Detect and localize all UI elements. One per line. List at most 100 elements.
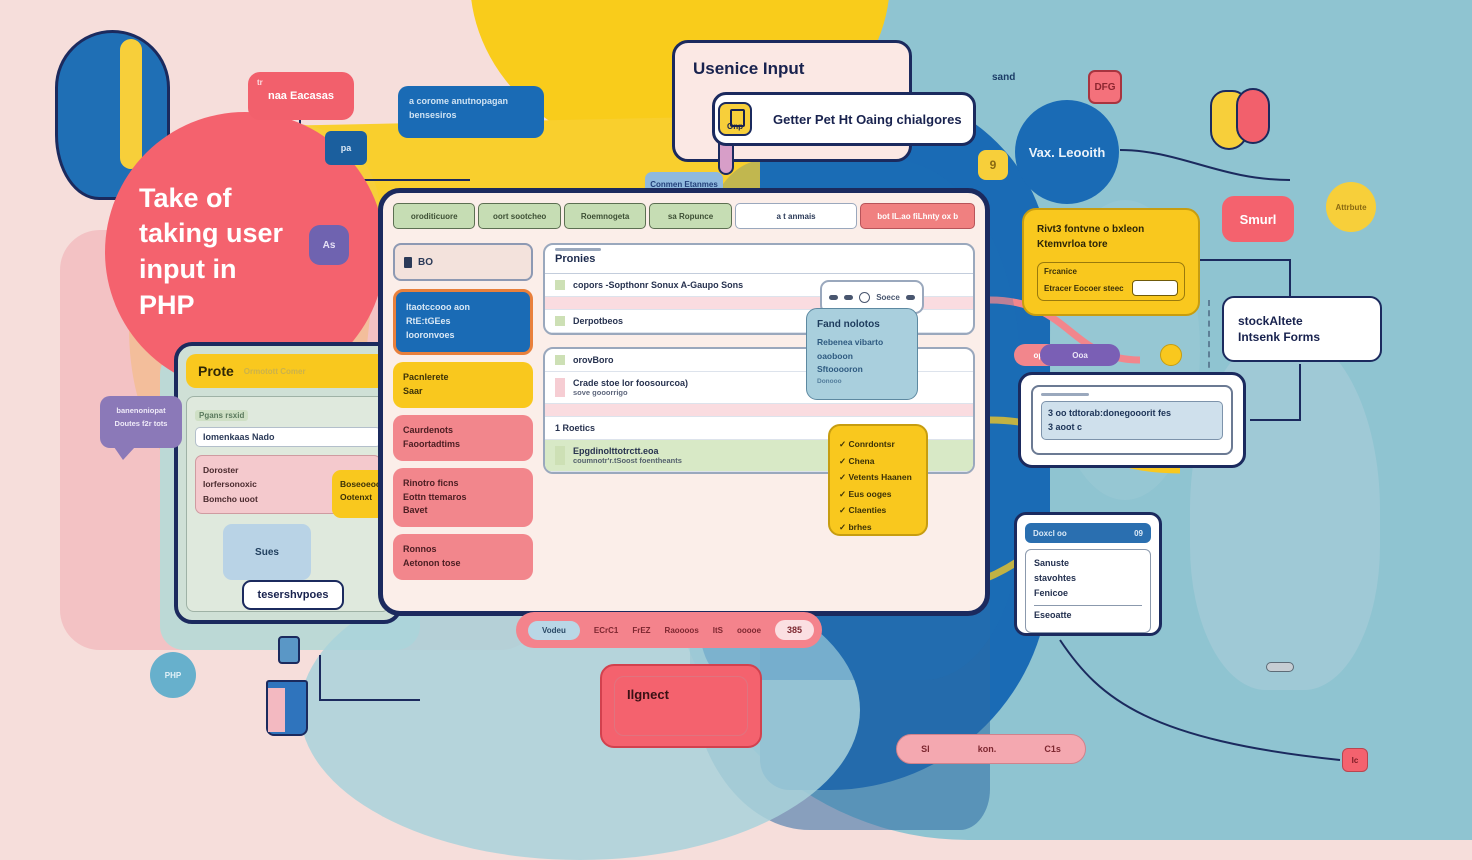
smurl-pill[interactable]: Smurl (1222, 196, 1294, 242)
right-list-header: Doxcl oo 09 (1025, 523, 1151, 543)
tab-6-danger[interactable]: bot IL.ao fiLhnty ox b (860, 203, 976, 229)
minimize-icon[interactable] (829, 294, 839, 300)
stack-card-red-2-line-1: Rinotro ficns (403, 477, 459, 488)
instant-forms-card[interactable]: stockAltete Intsenk Forms (1222, 296, 1382, 362)
list-item[interactable]: Sanuste (1034, 558, 1070, 568)
toolbar-item[interactable]: Raoooos (664, 625, 699, 635)
right-list-body: Sanuste stavohtes Fenicoe Eseoatte (1025, 549, 1151, 633)
segment-1[interactable]: Sl (921, 744, 930, 754)
connect-card[interactable]: Ilgnect (600, 664, 762, 748)
maximize-icon[interactable] (859, 291, 871, 303)
row-accent-bar (555, 316, 565, 326)
stack-card-blue[interactable]: Itaotccooo aon RtE:tGEes Iooronvoes (393, 289, 533, 355)
sidebar-card-stack: Itaotccooo aon RtE:tGEes Iooronvoes Pacn… (393, 289, 533, 581)
checklist-item[interactable]: Vetents Haanen (839, 469, 917, 486)
table-row[interactable]: 1 Roetics (545, 417, 973, 440)
tab-1[interactable]: oroditicuore (393, 203, 476, 229)
prompt-card[interactable]: Getter Pet Ht Oaing chialgores (712, 92, 976, 146)
toolbar-item[interactable]: ItS (712, 625, 724, 635)
table-row[interactable]: Crade stoe lor foosourcoa) sove gooorrig… (545, 372, 973, 404)
stack-card-blue-line-2: RtE:tGEes (406, 315, 451, 326)
red-glyph-icon: DFG (1088, 70, 1122, 104)
checklist-item[interactable]: Eus ooges (839, 486, 917, 503)
tooltip-line-2: oaoboon (817, 350, 853, 361)
table-row[interactable] (545, 404, 973, 417)
right-yellow-field-value: Etracer Eocoer steec (1044, 283, 1124, 293)
left-window-sub-line-3: Bomcho uoot (203, 493, 258, 504)
right-yellow-field-row[interactable]: Etracer Eocoer steec (1044, 280, 1178, 296)
row-accent-bar (555, 378, 565, 397)
stack-card-red-2[interactable]: Rinotro ficns Eottn ttemaros Bavet (393, 467, 533, 528)
stack-card-yellow[interactable]: Pacnlerete Saar (393, 361, 533, 408)
left-window: Prote Ormotott Comer Pgans rsxid Iomenka… (174, 342, 422, 624)
stack-card-blue-line-1: Itaotccooo aon (406, 302, 471, 312)
list-item[interactable]: Fenicoe (1034, 587, 1069, 598)
right-yellow-line-1: Rivt3 fontvne o bxleon (1037, 224, 1145, 235)
tab-4[interactable]: sa Ropunce (649, 203, 732, 229)
bottom-pink-segmented-bar[interactable]: Sl kon. C1s (896, 734, 1086, 764)
top-blue-card[interactable]: a corome anutnopagan bensesiros (398, 86, 544, 138)
stack-card-red-3[interactable]: Ronnos Aetonon tose (393, 534, 533, 581)
right-list-footer[interactable]: Eseoatte (1034, 604, 1142, 620)
attribute-circle: Attrbute (1326, 182, 1376, 232)
user-inputs-pill[interactable]: tesershvpoes (242, 580, 344, 610)
main-window-body: BO Itaotccooo aon RtE:tGEes Iooronvoes P… (393, 243, 975, 603)
tab-2[interactable]: oort sootcheo (478, 203, 561, 229)
balloon-red-icon (1236, 88, 1270, 144)
tooltip-line-4: Donooo (817, 377, 842, 385)
top-red-pill-label: naa Eacasas (267, 90, 335, 102)
left-window-input[interactable]: Iomenkaas Nado (195, 427, 381, 447)
toolbar-item[interactable]: ooooe (737, 625, 762, 635)
sand-label: sand (992, 72, 1016, 83)
top-red-pill[interactable]: tr naa Eacasas (248, 72, 354, 120)
instant-forms-line-2: Intsenk Forms (1238, 330, 1321, 344)
tab-5-active[interactable]: a t anmais (734, 203, 858, 229)
row-label: Crade stoe lor foosourcoa) sove gooorrig… (573, 378, 688, 397)
field-info-tooltip: Fand nolotos Rebenea vibarto oaoboon Sft… (806, 308, 918, 400)
stack-card-yellow-line-2: Saar (403, 385, 423, 396)
top-red-pill-tiny: tr (257, 78, 263, 87)
checklist-item[interactable]: Chena (839, 453, 917, 470)
tab-3[interactable]: Roemnogeta (563, 203, 647, 229)
connect-card-inner: Ilgnect (614, 676, 748, 736)
row-accent-bar (555, 446, 565, 465)
row-accent-bar (555, 280, 565, 290)
row-title: Crade stoe lor foosourcoa) (573, 378, 689, 388)
close-icon[interactable] (905, 294, 915, 300)
mini-purple-chip[interactable]: As (309, 225, 349, 265)
hero-line-1: Take of (139, 182, 232, 213)
mini-blue-chip[interactable]: pa (325, 131, 367, 165)
segment-3[interactable]: C1s (1044, 744, 1061, 754)
right-code-field[interactable]: 3 oo tdtorab:donegooorit fes 3 aoot c (1041, 401, 1223, 440)
purple-tooltip-line-1: banenoniopat (116, 406, 166, 415)
table-row[interactable]: orovBoro (545, 349, 973, 372)
window-controls-label: Soece (876, 292, 900, 302)
left-window-body: Pgans rsxid Iomenkaas Nado Doroster Iorf… (186, 396, 422, 612)
table-row[interactable]: copors -Sopthonr Sonux A-Gaupo Sons (545, 274, 973, 297)
checklist-item[interactable]: brhes (839, 519, 917, 536)
bucket-icon (266, 680, 308, 736)
right-yellow-input-box[interactable] (1132, 280, 1178, 296)
table-row[interactable]: Derpotbeos (545, 310, 973, 333)
row-label: copors -Sopthonr Sonux A-Gaupo Sons (573, 280, 744, 290)
checklist-item[interactable]: Conrdontsr (839, 436, 917, 453)
stack-card-red-1-line-2: Faoortadtims (403, 438, 461, 449)
left-window-blue-box[interactable]: Sues (223, 524, 311, 581)
row-label: Derpotbeos (573, 316, 624, 326)
right-list-panel: Doxcl oo 09 Sanuste stavohtes Fenicoe Es… (1014, 512, 1162, 636)
checklist-item[interactable]: Claenties (839, 502, 917, 519)
toolbar-item[interactable]: ECrC1 (593, 625, 619, 635)
toolbar-last-chip[interactable]: 385 (775, 620, 815, 640)
canvas: Take of taking user input in PHP tr naa … (0, 0, 1472, 832)
right-yellow-field[interactable]: Frcanice Etracer Eocoer steec (1037, 262, 1185, 301)
stack-card-red-1[interactable]: Caurdenots Faoortadtims (393, 414, 533, 461)
toolbar-item[interactable]: FrEZ (632, 625, 651, 635)
toolbar-first-chip[interactable]: Vodeu (528, 620, 580, 640)
small-red-node: Ic (1342, 748, 1368, 772)
left-window-sub-panel: Doroster Iorfersonoxic Bomcho uoot Boseo… (195, 455, 422, 518)
tooltip-heading: Fand nolotos (817, 319, 880, 330)
connector-yellow-node (1160, 344, 1182, 366)
segment-2[interactable]: kon. (977, 744, 997, 754)
list-item[interactable]: stavohtes (1034, 572, 1077, 583)
stack-card-red-3-line-1: Ronnos (403, 544, 437, 555)
